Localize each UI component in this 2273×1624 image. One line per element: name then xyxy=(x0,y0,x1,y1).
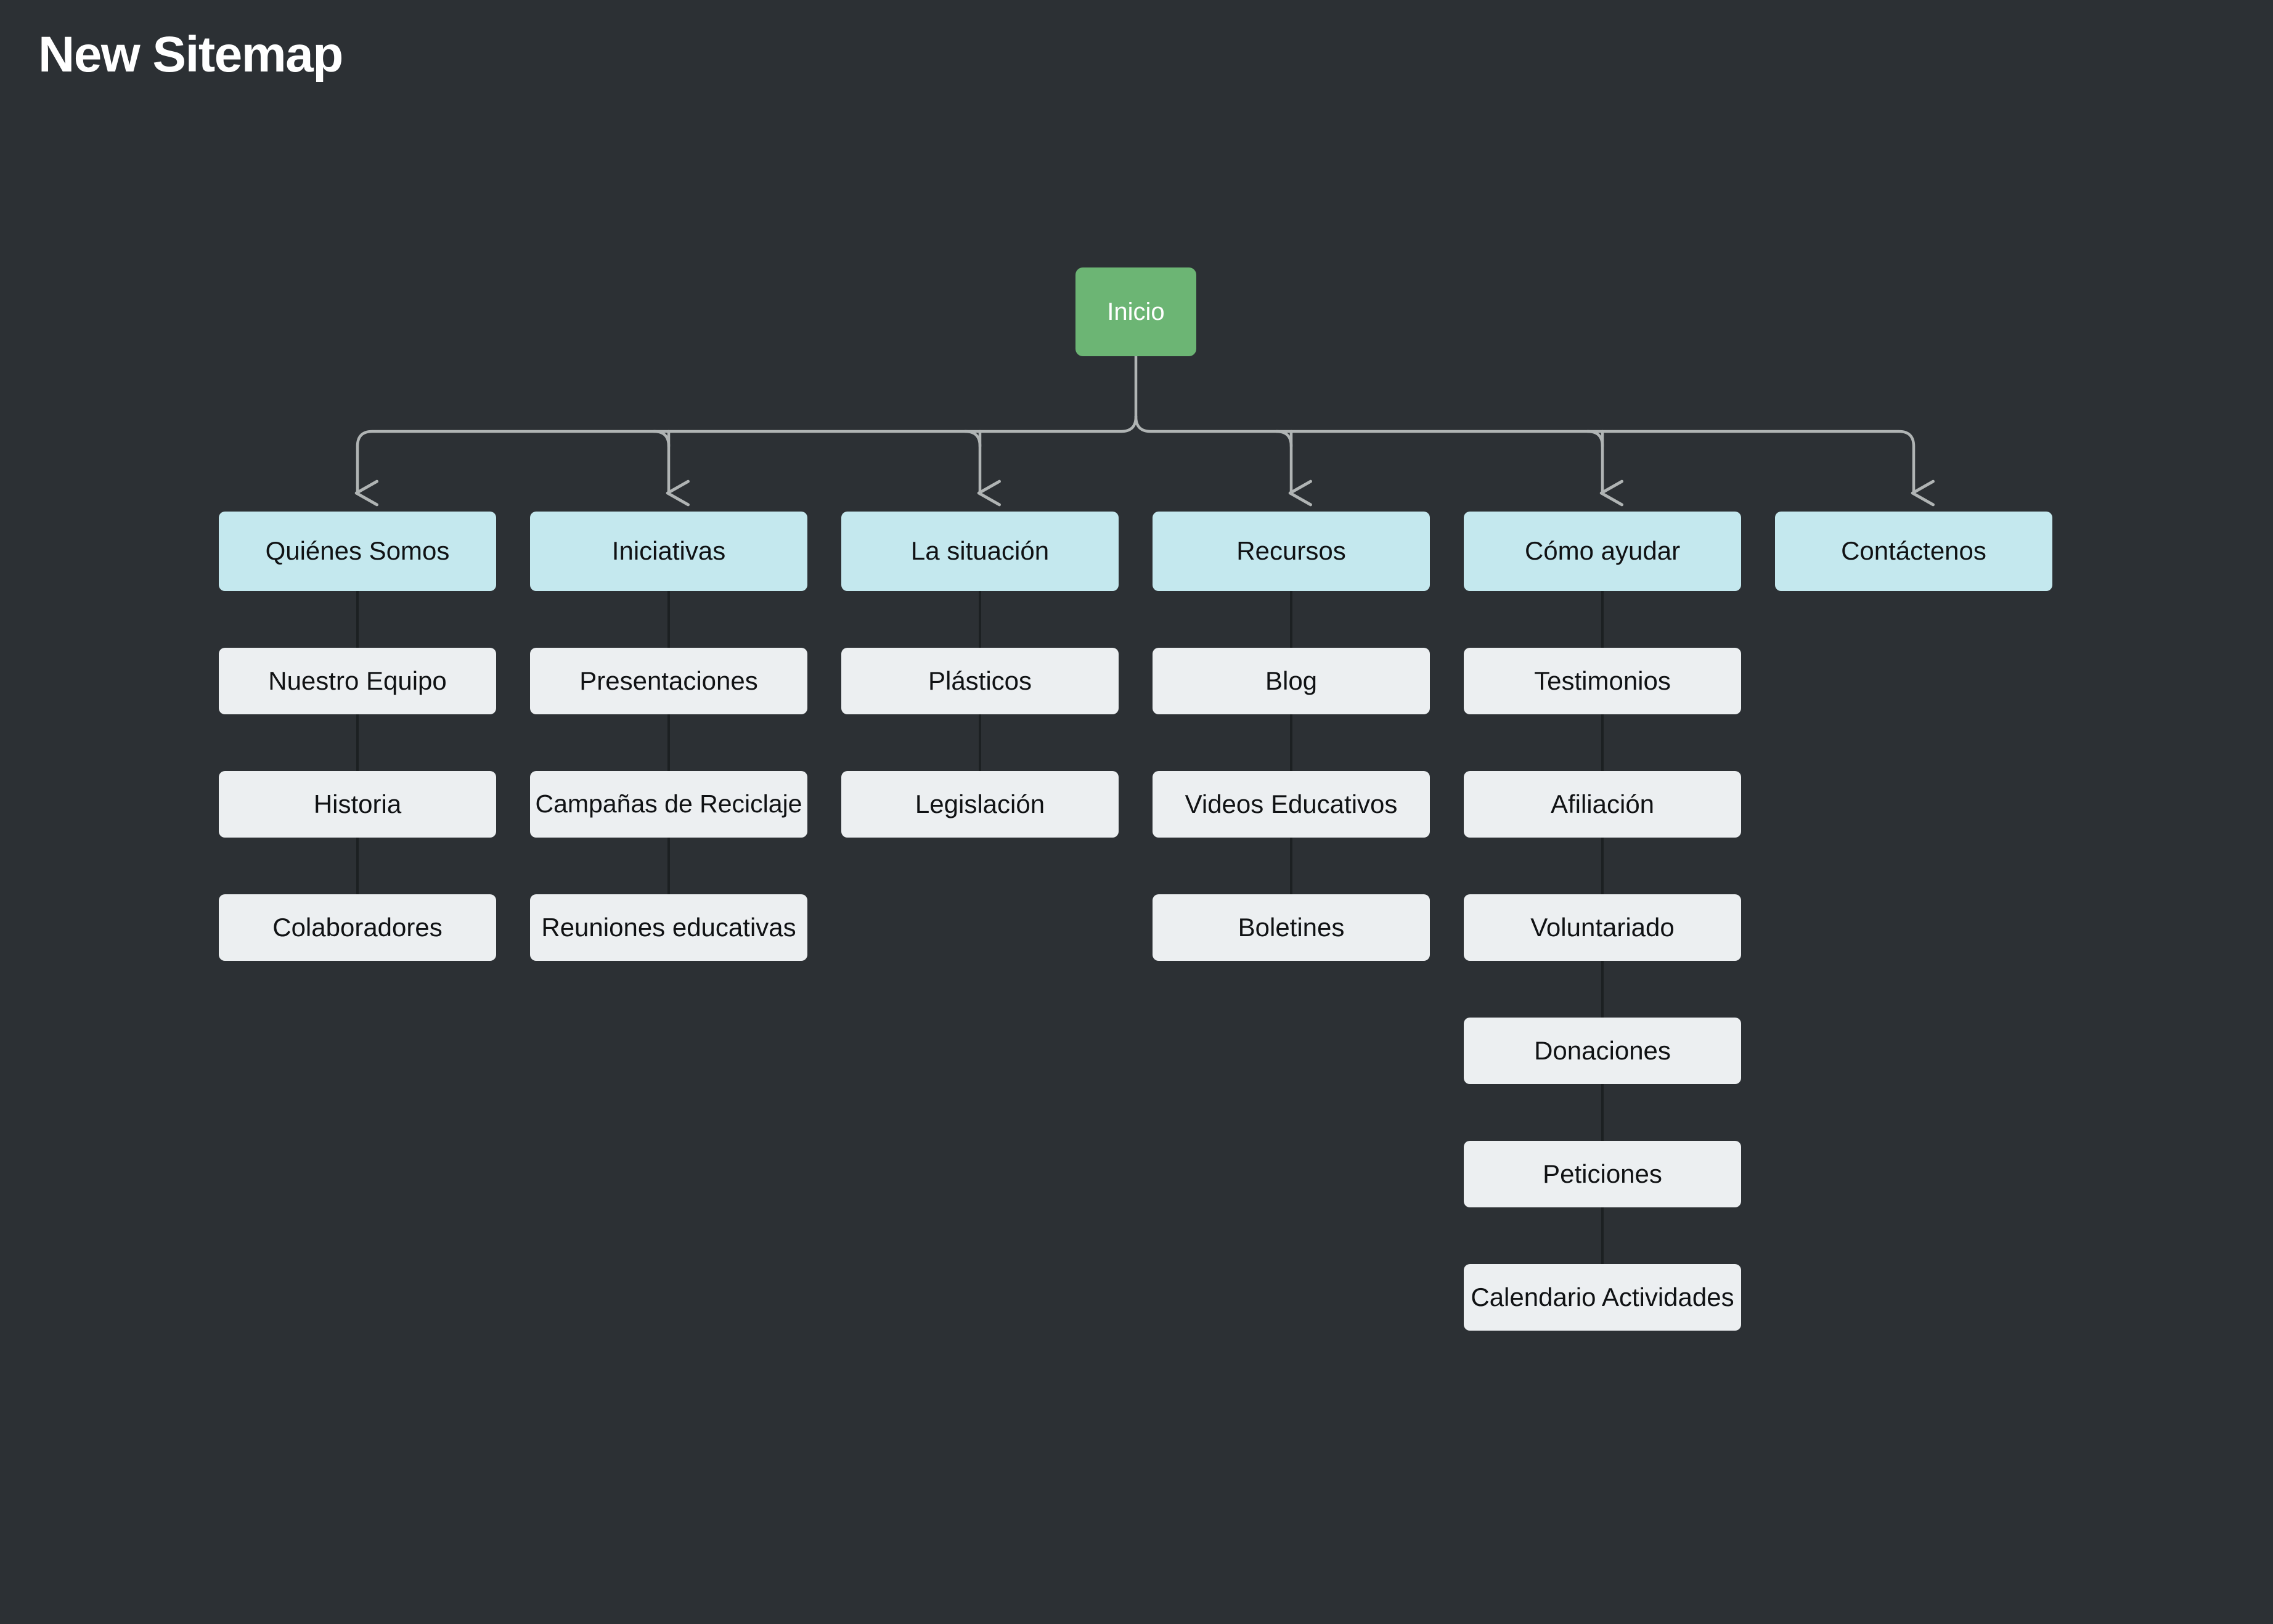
node-page-donaciones[interactable]: Donaciones xyxy=(1464,1018,1741,1084)
node-page-reuniones-educativas[interactable]: Reuniones educativas xyxy=(530,894,807,961)
node-section-la-situacion[interactable]: La situación xyxy=(841,512,1119,591)
node-label: Voluntariado xyxy=(1530,912,1675,942)
node-label: Testimonios xyxy=(1534,666,1671,695)
node-label: Plásticos xyxy=(928,666,1032,695)
node-section-recursos[interactable]: Recursos xyxy=(1153,512,1430,591)
node-label: Calendario Actividades xyxy=(1471,1282,1734,1312)
node-page-boletines[interactable]: Boletines xyxy=(1153,894,1430,961)
node-label: Inicio xyxy=(1107,298,1165,325)
node-page-peticiones[interactable]: Peticiones xyxy=(1464,1141,1741,1207)
node-root-inicio[interactable]: Inicio xyxy=(1075,267,1196,356)
node-label: Cómo ayudar xyxy=(1524,536,1681,566)
node-label: La situación xyxy=(910,536,1050,566)
node-section-quienes-somos[interactable]: Quiénes Somos xyxy=(219,512,496,591)
node-label: Peticiones xyxy=(1543,1159,1662,1188)
node-label: Recursos xyxy=(1236,536,1346,566)
node-label: Legislación xyxy=(915,789,1045,818)
node-page-plasticos[interactable]: Plásticos xyxy=(841,648,1119,714)
node-label: Iniciativas xyxy=(611,536,726,566)
node-label: Campañas de Reciclaje xyxy=(535,790,802,818)
node-page-colaboradores[interactable]: Colaboradores xyxy=(219,894,496,961)
node-page-videos-educativos[interactable]: Videos Educativos xyxy=(1153,771,1430,838)
node-label: Boletines xyxy=(1238,912,1345,942)
node-label: Blog xyxy=(1265,666,1318,695)
node-label: Donaciones xyxy=(1534,1035,1671,1065)
node-page-blog[interactable]: Blog xyxy=(1153,648,1430,714)
node-page-nuestro-equipo[interactable]: Nuestro Equipo xyxy=(219,648,496,714)
node-label: Nuestro Equipo xyxy=(268,666,447,695)
node-label: Contáctenos xyxy=(1841,536,1986,566)
node-page-voluntariado[interactable]: Voluntariado xyxy=(1464,894,1741,961)
node-page-campanas-de-reciclaje[interactable]: Campañas de Reciclaje xyxy=(530,771,807,838)
node-section-como-ayudar[interactable]: Cómo ayudar xyxy=(1464,512,1741,591)
node-page-historia[interactable]: Historia xyxy=(219,771,496,838)
node-label: Afiliación xyxy=(1550,789,1655,818)
node-label: Reuniones educativas xyxy=(541,912,796,942)
node-label: Historia xyxy=(313,789,402,818)
node-page-calendario-actividades[interactable]: Calendario Actividades xyxy=(1464,1264,1741,1331)
page-title: New Sitemap xyxy=(38,27,343,83)
node-label: Quiénes Somos xyxy=(265,536,450,566)
node-section-contactenos[interactable]: Contáctenos xyxy=(1775,512,2052,591)
node-label: Presentaciones xyxy=(579,666,758,695)
node-page-legislacion[interactable]: Legislación xyxy=(841,771,1119,838)
node-label: Videos Educativos xyxy=(1185,789,1398,818)
node-page-presentaciones[interactable]: Presentaciones xyxy=(530,648,807,714)
node-page-testimonios[interactable]: Testimonios xyxy=(1464,648,1741,714)
node-label: Colaboradores xyxy=(272,912,443,942)
node-page-afiliacion[interactable]: Afiliación xyxy=(1464,771,1741,838)
node-section-iniciativas[interactable]: Iniciativas xyxy=(530,512,807,591)
